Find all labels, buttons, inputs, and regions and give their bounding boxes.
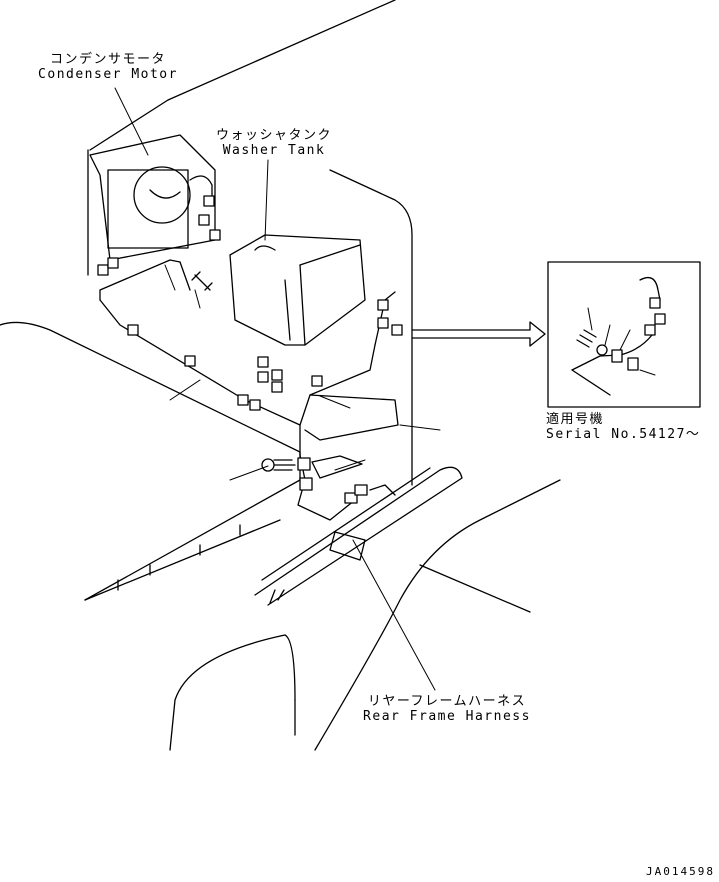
detail-arrow bbox=[411, 321, 546, 347]
drawing-code: JA014598 bbox=[646, 865, 715, 878]
rear-frame-harness-label-jp: リヤーフレームハーネス bbox=[367, 694, 527, 709]
serial-label: 適用号機 Serial No.54127～ bbox=[546, 412, 700, 442]
bolts bbox=[191, 271, 296, 472]
leader-lines bbox=[114, 87, 441, 691]
washer-tank-label-jp: ウォッシャタンク bbox=[215, 128, 332, 143]
cab-body-outline bbox=[0, 0, 413, 601]
lower-cab-outline bbox=[169, 479, 561, 751]
rear-frame-harness-label: リヤーフレームハーネス Rear Frame Harness bbox=[362, 694, 532, 724]
condenser-motor bbox=[89, 134, 221, 261]
detail-inset bbox=[547, 261, 701, 408]
condenser-motor-label-jp: コンデンサモータ bbox=[49, 52, 166, 67]
rear-frame-harness-label-en: Rear Frame Harness bbox=[363, 709, 531, 724]
condenser-motor-label: コンデンサモータ Condenser Motor bbox=[38, 52, 178, 82]
serial-label-en: Serial No.54127～ bbox=[546, 427, 701, 442]
washer-tank-label-en: Washer Tank bbox=[222, 143, 326, 158]
serial-label-jp: 適用号機 bbox=[546, 412, 605, 427]
washer-tank bbox=[229, 234, 366, 393]
condenser-motor-label-en: Condenser Motor bbox=[38, 67, 178, 82]
rear-frame-harness bbox=[254, 466, 463, 606]
harness-routing bbox=[97, 257, 403, 521]
washer-tank-label: ウォッシャタンク Washer Tank bbox=[214, 128, 334, 158]
